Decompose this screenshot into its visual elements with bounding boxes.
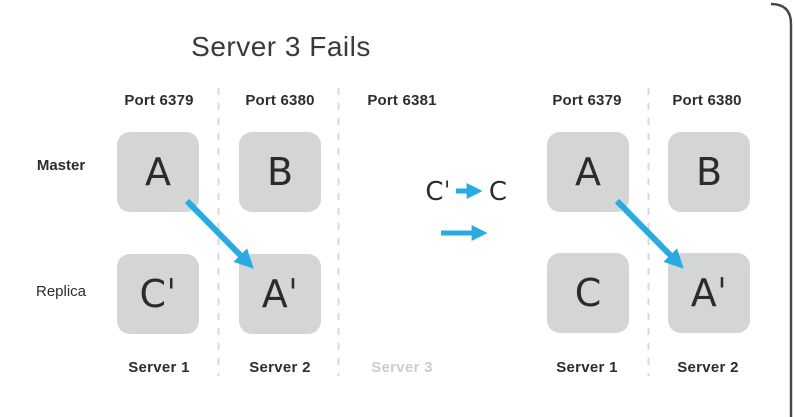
port-header-6379-right: Port 6379 bbox=[552, 92, 622, 109]
node-box-left-replica-Aprime: Aˈ bbox=[239, 254, 321, 334]
node-label: Aˈ bbox=[690, 271, 728, 315]
node-box-left-master-B: B bbox=[239, 132, 321, 212]
port-header-6380-left: Port 6380 bbox=[245, 92, 315, 109]
server-label-1-right: Server 1 bbox=[556, 359, 618, 376]
port-header-6380-right: Port 6380 bbox=[672, 92, 742, 109]
frame-border-right bbox=[770, 2, 793, 417]
failover-arrow-left bbox=[184, 198, 254, 269]
node-label: A bbox=[145, 150, 171, 194]
node-box-right-master-B: B bbox=[668, 132, 750, 212]
node-box-left-master-A: A bbox=[117, 132, 199, 212]
row-label-master: Master bbox=[36, 157, 86, 174]
row-label-replica: Replica bbox=[35, 283, 87, 300]
node-box-right-replica-Aprime: Aˈ bbox=[668, 253, 750, 333]
node-label: A bbox=[575, 150, 601, 194]
node-label: Aˈ bbox=[261, 272, 299, 316]
diagram-title: Server 3 Fails bbox=[191, 31, 371, 62]
promotion-from-label: Cˈ bbox=[425, 177, 451, 207]
server-label-2-left: Server 2 bbox=[249, 359, 311, 376]
server-label-2-right: Server 2 bbox=[677, 359, 739, 376]
node-box-right-replica-C: C bbox=[547, 253, 629, 333]
node-box-right-master-A: A bbox=[547, 132, 629, 212]
promotion-to-label: C bbox=[488, 177, 508, 207]
port-header-6379-left: Port 6379 bbox=[124, 92, 194, 109]
node-label: B bbox=[695, 150, 723, 194]
failover-arrow-right bbox=[614, 198, 684, 269]
port-header-6381: Port 6381 bbox=[367, 92, 437, 109]
node-label: C bbox=[574, 271, 602, 315]
node-box-left-replica-Cprime: Cˈ bbox=[117, 254, 199, 334]
node-label: B bbox=[266, 150, 294, 194]
server-label-1-left: Server 1 bbox=[128, 359, 190, 376]
node-label: Cˈ bbox=[139, 272, 177, 316]
server-label-3-failed: Server 3 bbox=[371, 359, 433, 376]
